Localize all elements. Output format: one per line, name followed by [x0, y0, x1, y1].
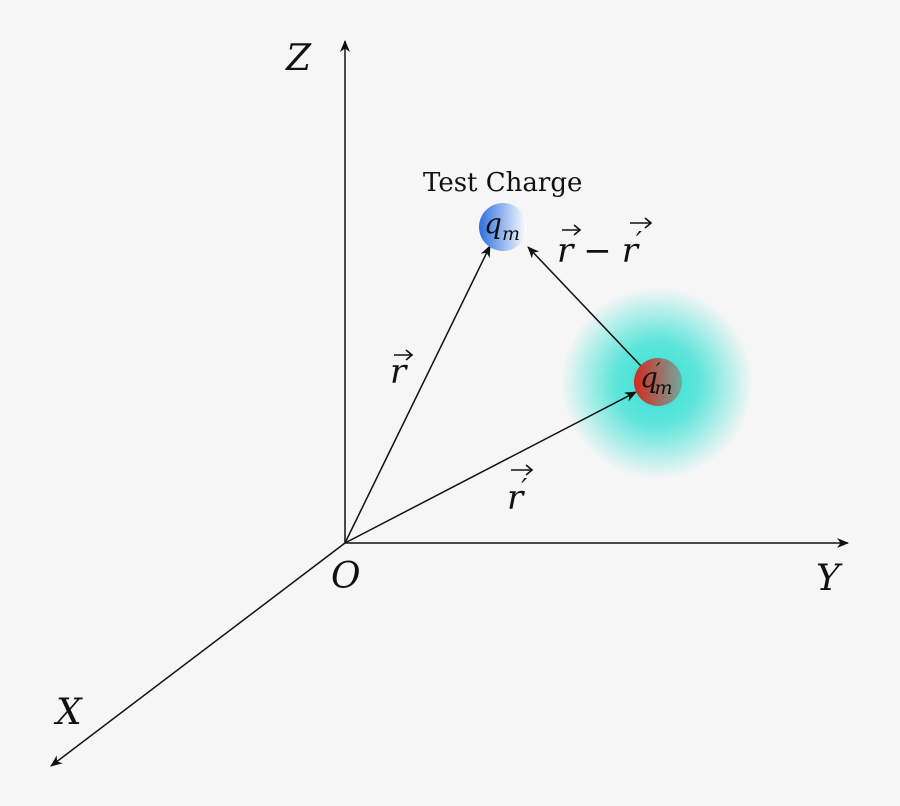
vector-difference-label: r−r′: [557, 217, 653, 271]
axis-z-label: Z: [285, 38, 312, 79]
axis-x-label: X: [53, 692, 83, 733]
vector-r: [344, 245, 491, 544]
svg-text:r: r: [390, 352, 408, 392]
vector-difference: [527, 246, 642, 367]
source-charge-sphere: [634, 358, 682, 406]
test-charge-caption: Test Charge: [423, 168, 582, 198]
vector-r-prime: [344, 391, 637, 544]
test-charge-label: qm: [484, 207, 520, 245]
x-axis: [50, 542, 346, 767]
vector-r-label: r: [390, 349, 414, 392]
test-charge-sphere: [479, 203, 527, 251]
origin-label: O: [331, 556, 361, 597]
source-charge-label: q′m: [640, 358, 673, 399]
axis-y-label: Y: [816, 558, 843, 599]
svg-text:r′: r′: [507, 474, 527, 518]
vector-r-prime-label: r′: [507, 464, 534, 518]
svg-text:r−r′: r−r′: [557, 227, 642, 271]
